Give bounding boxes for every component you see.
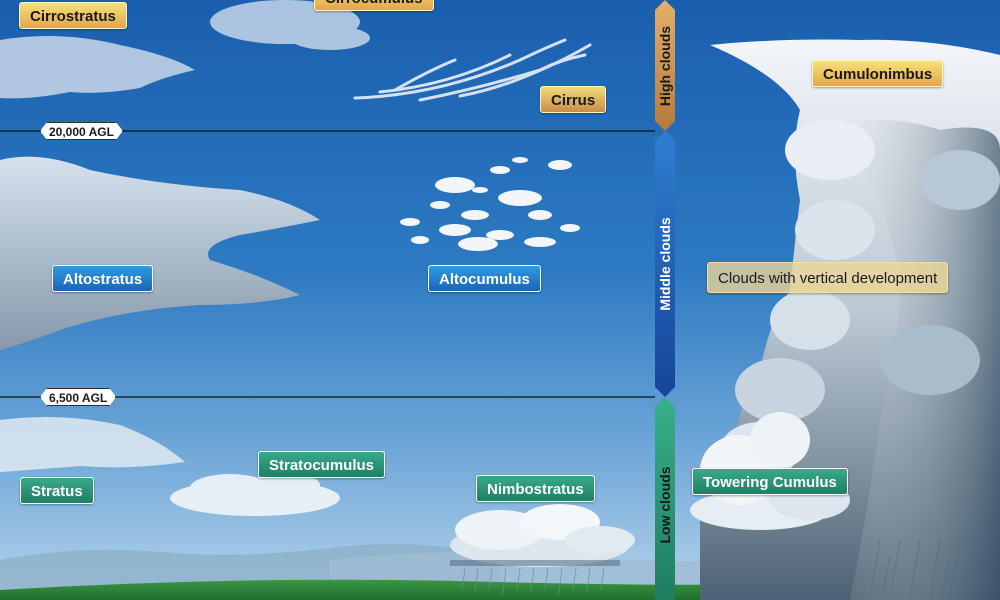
band-middle-clouds: Middle clouds <box>655 131 675 397</box>
label-cirrus: Cirrus <box>540 86 607 113</box>
label-nimbostratus: Nimbostratus <box>476 475 595 502</box>
label-cirrocumulus: Cirrocumulus <box>314 0 434 11</box>
label-stratus: Stratus <box>20 477 94 504</box>
label-cirrostratus: Cirrostratus <box>19 2 127 29</box>
stratocumulus-cloud <box>170 473 340 516</box>
nimbostratus-rain <box>461 567 605 595</box>
altocumulus-cloud <box>400 157 580 251</box>
label-cumulonimbus: Cumulonimbus <box>812 60 944 87</box>
band-middle-label: Middle clouds <box>657 217 673 311</box>
label-towering-cumulus: Towering Cumulus <box>692 468 848 495</box>
label-altocumulus: Altocumulus <box>428 265 541 292</box>
altitude-tag-low: 6,500 AGL <box>40 388 116 406</box>
band-low-clouds: Low clouds <box>655 397 675 600</box>
altostratus-cloud <box>0 156 320 350</box>
band-high-label: High clouds <box>657 25 673 106</box>
band-low-label: Low clouds <box>657 466 673 543</box>
altitude-tag-high: 20,000 AGL <box>40 122 123 140</box>
cirrostratus-cloud <box>0 36 195 99</box>
label-vertical-development: Clouds with vertical development <box>707 262 949 293</box>
nimbostratus-cloud <box>450 504 635 567</box>
label-stratocumulus: Stratocumulus <box>258 451 386 478</box>
stratus-cloud <box>0 416 185 472</box>
cirrocumulus-cloud <box>210 0 370 50</box>
label-altostratus: Altostratus <box>52 265 154 292</box>
cirrus-cloud <box>353 38 592 102</box>
band-high-clouds: High clouds <box>655 0 675 131</box>
storm-rain <box>869 539 981 599</box>
